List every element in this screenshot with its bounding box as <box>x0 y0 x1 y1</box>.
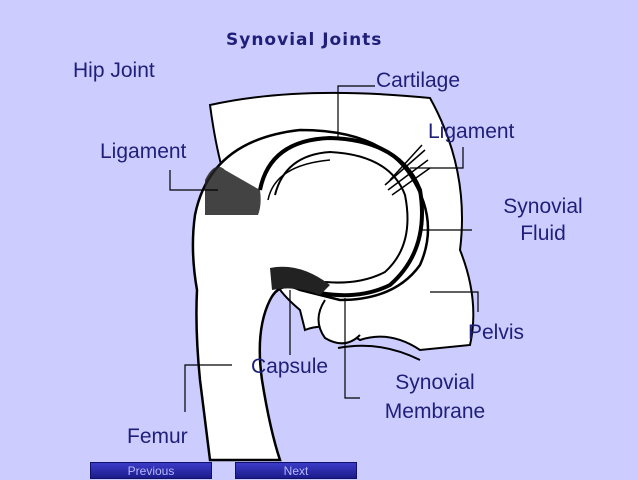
ligament-right-strands <box>384 144 431 196</box>
cartilage-outer <box>258 135 424 298</box>
label-hip-joint: Hip Joint <box>73 59 155 82</box>
label-cartilage: Cartilage <box>376 69 461 92</box>
label-pelvis: Pelvis <box>468 321 525 344</box>
synovial-cavity <box>267 159 331 201</box>
ligament-left-shape <box>205 166 261 215</box>
label-synovial-membrane-line2: Membrane <box>384 400 486 423</box>
label-capsule: Capsule <box>251 355 329 378</box>
leader-pelvis <box>430 291 479 312</box>
leader-femur <box>184 364 232 412</box>
cartilage-inner <box>274 150 409 284</box>
label-ligament-left: Ligament <box>100 140 187 163</box>
label-ligament-right: Ligament <box>428 120 515 143</box>
label-synovial-fluid-line2: Fluid <box>520 222 566 245</box>
capsule-shape <box>270 266 330 295</box>
label-synovial-membrane: Synovial Membrane <box>370 372 500 422</box>
label-synovial-fluid-line1: Synovial <box>503 195 583 218</box>
pelvis-lower-curve <box>337 344 421 361</box>
previous-button[interactable]: Previous <box>90 462 212 479</box>
page-title: Synovial Joints <box>226 30 383 50</box>
label-femur: Femur <box>127 425 188 448</box>
label-synovial-fluid: Synovial Fluid <box>488 196 598 244</box>
label-synovial-membrane-line1: Synovial <box>395 371 475 394</box>
leader-ligament-left <box>169 170 218 191</box>
leader-cartilage <box>337 85 375 138</box>
membrane-shape <box>317 299 361 345</box>
leader-ligament-right <box>410 147 464 169</box>
next-button[interactable]: Next <box>235 462 357 479</box>
leader-synovial-membrane <box>344 298 360 399</box>
